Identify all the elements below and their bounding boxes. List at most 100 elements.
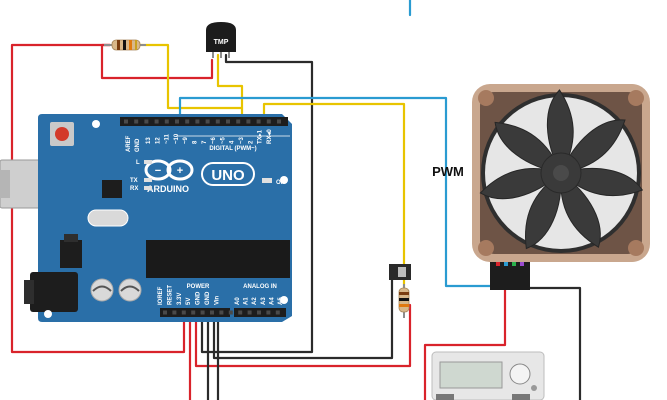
fan-blade-3 xyxy=(525,172,562,250)
digital-pin-5[interactable] xyxy=(175,119,179,124)
fan-blade-2 xyxy=(560,172,601,248)
fan-label: PWM xyxy=(432,164,464,179)
digital-pin-label-5: 8 xyxy=(193,140,199,144)
power-pin-label-3: 5V xyxy=(186,298,192,305)
fan-connector xyxy=(490,262,530,290)
digital-pin-10[interactable] xyxy=(226,119,230,124)
digital-pin-label-1: 12 xyxy=(155,137,161,144)
digital-pin-label-4: ~9 xyxy=(183,136,189,144)
digital-pin-11[interactable] xyxy=(236,119,241,124)
slide-switch[interactable] xyxy=(389,264,411,280)
analog-label: ANALOG IN xyxy=(243,284,277,290)
power-pin-label-2: 3.3V xyxy=(177,293,183,305)
analog-pin-label-3: A3 xyxy=(261,297,267,305)
power-pin-label-4: GND xyxy=(196,291,202,305)
power-label: POWER xyxy=(187,284,210,290)
digital-pin-label-0: 13 xyxy=(146,137,152,144)
digital-pin-label-6: 7 xyxy=(202,140,208,144)
bottom-pin-10[interactable] xyxy=(257,310,261,315)
analog-pin-label-2: A2 xyxy=(252,297,258,305)
wire-red-fan-power xyxy=(423,288,507,400)
atmega-chip xyxy=(146,240,290,278)
digital-pin-label-2: ~11 xyxy=(165,133,171,144)
digital-pin-9[interactable] xyxy=(215,119,220,124)
power-pin-label-1: RESET xyxy=(167,285,173,305)
sensor-label: TMP xyxy=(214,39,229,46)
wire-red-left-loop xyxy=(10,43,186,354)
bottom-pin-8[interactable] xyxy=(238,310,243,315)
digital-pin-label-8: ~5 xyxy=(220,136,226,144)
tx-label: TX xyxy=(130,178,138,184)
bottom-pin-4[interactable] xyxy=(200,310,205,315)
digital-pin-label-11: 2 xyxy=(248,140,254,144)
digital-pin-label-12: TX▸1 xyxy=(258,129,264,144)
fan-blade-0 xyxy=(560,119,626,174)
pwm-fan[interactable] xyxy=(472,84,650,262)
bottom-pin-6[interactable] xyxy=(219,310,224,315)
digital-pin-3[interactable] xyxy=(154,119,159,124)
crystal xyxy=(87,209,129,227)
digital-pin-14[interactable] xyxy=(266,119,271,124)
digital-pin-2[interactable] xyxy=(144,119,149,124)
bottom-pin-1[interactable] xyxy=(172,310,177,315)
wire-black-fan-gnd xyxy=(514,286,582,400)
analog-pin-label-5: A5 xyxy=(278,297,284,305)
resistor-top[interactable] xyxy=(104,39,146,51)
model-label: UNO xyxy=(211,167,245,184)
l-label: L xyxy=(136,160,140,166)
bottom-pin-7[interactable] xyxy=(228,310,233,315)
rx-label: RX xyxy=(130,186,138,192)
digital-header xyxy=(120,117,288,126)
power-supply[interactable] xyxy=(431,351,545,400)
bottom-pin-11[interactable] xyxy=(266,310,271,315)
svg-text:−: − xyxy=(155,165,161,177)
bottom-pin-0[interactable] xyxy=(163,310,167,315)
digital-pin-4[interactable] xyxy=(164,119,169,124)
temperature-sensor[interactable]: TMP xyxy=(206,22,236,58)
digital-pin-13[interactable] xyxy=(256,119,261,124)
reset-button[interactable] xyxy=(55,127,69,141)
wire-blue-pwm xyxy=(178,96,494,288)
power-pin-label-0: IOREF xyxy=(158,286,164,305)
digital-pin-0[interactable] xyxy=(124,119,128,124)
supply-display xyxy=(439,361,503,389)
fan-blade-5 xyxy=(494,121,562,174)
capacitor-1 xyxy=(90,278,114,302)
analog-pin-label-0: A0 xyxy=(235,297,241,305)
digital-pin-12[interactable] xyxy=(246,119,251,124)
wires xyxy=(10,0,582,400)
power-pin-label-6: Vin xyxy=(214,295,220,305)
digital-pin-8[interactable] xyxy=(205,119,210,124)
digital-pin-label-7: ~6 xyxy=(211,136,217,144)
digital-pin-15[interactable] xyxy=(277,119,281,124)
resistor-pot[interactable] xyxy=(398,284,410,318)
bottom-pin-12[interactable] xyxy=(275,310,280,315)
digital-pin-label-9: 4 xyxy=(230,140,236,144)
wire-yellow-sensor xyxy=(138,43,244,126)
digital-pin-7[interactable] xyxy=(195,119,200,124)
fan-blade-6 xyxy=(546,89,574,175)
digital-pin-1[interactable] xyxy=(134,119,139,124)
gnd-top-label: GND xyxy=(135,138,141,152)
bottom-pin-2[interactable] xyxy=(181,310,186,315)
wire-red-5v-bottom xyxy=(194,303,412,368)
on-label: ON xyxy=(276,180,285,186)
bottom-pin-5[interactable] xyxy=(210,310,214,315)
wire-black-sensor-gnd xyxy=(200,53,314,354)
digital-pin-label-10: ~3 xyxy=(239,136,245,144)
svg-text:+: + xyxy=(177,165,183,177)
bottom-pin-3[interactable] xyxy=(191,310,196,315)
arduino-logo: − + xyxy=(144,159,194,181)
bottom-pin-9[interactable] xyxy=(247,310,252,315)
usb-chip xyxy=(102,180,122,198)
analog-pin-label-4: A4 xyxy=(269,297,275,305)
digital-pin-6[interactable] xyxy=(185,119,190,124)
on-led xyxy=(262,178,272,183)
brand-label: ARDUINO xyxy=(147,184,189,194)
digital-pin-label-3: ~10 xyxy=(174,133,180,144)
power-jack xyxy=(30,272,78,312)
digital-label: DIGITAL (PWM~) xyxy=(209,146,256,152)
supply-knob-1[interactable] xyxy=(509,363,531,385)
